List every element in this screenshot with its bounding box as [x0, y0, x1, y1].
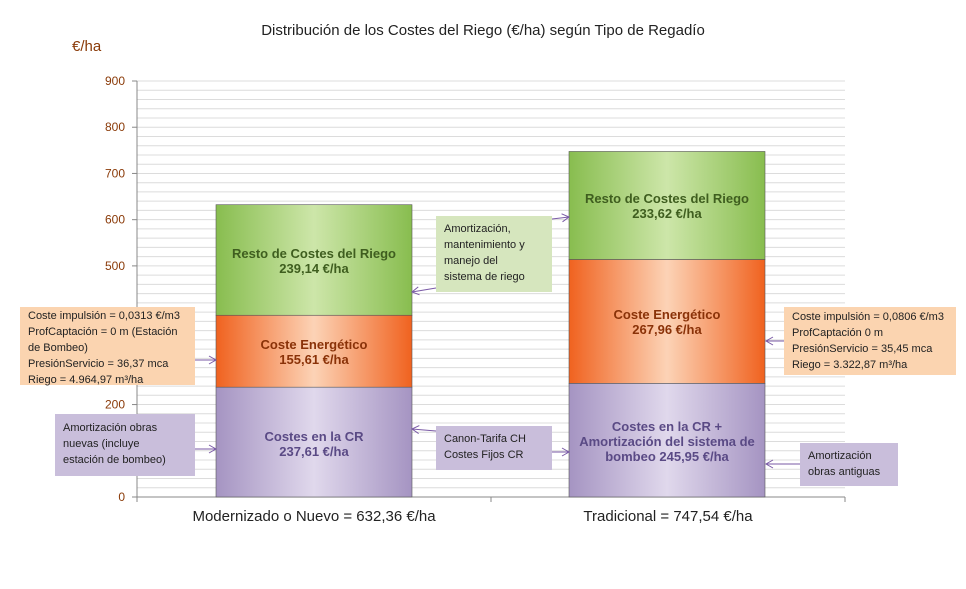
arrow-canon-mod — [411, 428, 437, 432]
y-axis-unit-label: €/ha — [72, 38, 102, 55]
arrow-resto-trad — [551, 216, 570, 220]
arrow-resto-trad-head — [561, 213, 571, 223]
bar-segment-0-1 — [215, 314, 413, 388]
arrow-coste-trad-head — [764, 336, 774, 346]
y-tick-label: 700 — [105, 166, 125, 180]
bar-segment-1-1 — [568, 259, 766, 384]
x-category-label-tradicional: Tradicional = 747,54 €/ha — [583, 508, 753, 525]
bar-segment-0-0 — [215, 386, 413, 498]
arrow-amort-antiguas-head — [764, 459, 774, 469]
arrow-coste-mod-head — [208, 355, 218, 365]
arrow-canon-mod-head — [410, 425, 420, 434]
y-tick-label: 0 — [118, 490, 125, 504]
y-tick-label: 800 — [105, 120, 125, 134]
bar-segment-1-0 — [568, 383, 766, 498]
bar-segment-1-2 — [568, 151, 766, 260]
y-tick-label: 600 — [105, 213, 125, 227]
arrow-resto-mod — [411, 287, 437, 293]
y-tick-label: 900 — [105, 74, 125, 88]
y-tick-label: 500 — [105, 259, 125, 273]
chart-title: Distribución de los Costes del Riego (€/… — [261, 22, 705, 39]
x-category-label-modernizado: Modernizado o Nuevo = 632,36 €/ha — [192, 508, 436, 525]
y-tick-label: 200 — [105, 398, 125, 412]
segment-label-cr-trad: Costes en la CR +Amortización del sistem… — [579, 419, 755, 464]
arrow-amort-nuevas-head — [208, 444, 218, 454]
arrow-canon-trad-head — [561, 447, 571, 457]
bar-segment-0-2 — [215, 204, 413, 316]
arrow-resto-mod-head — [411, 286, 420, 296]
